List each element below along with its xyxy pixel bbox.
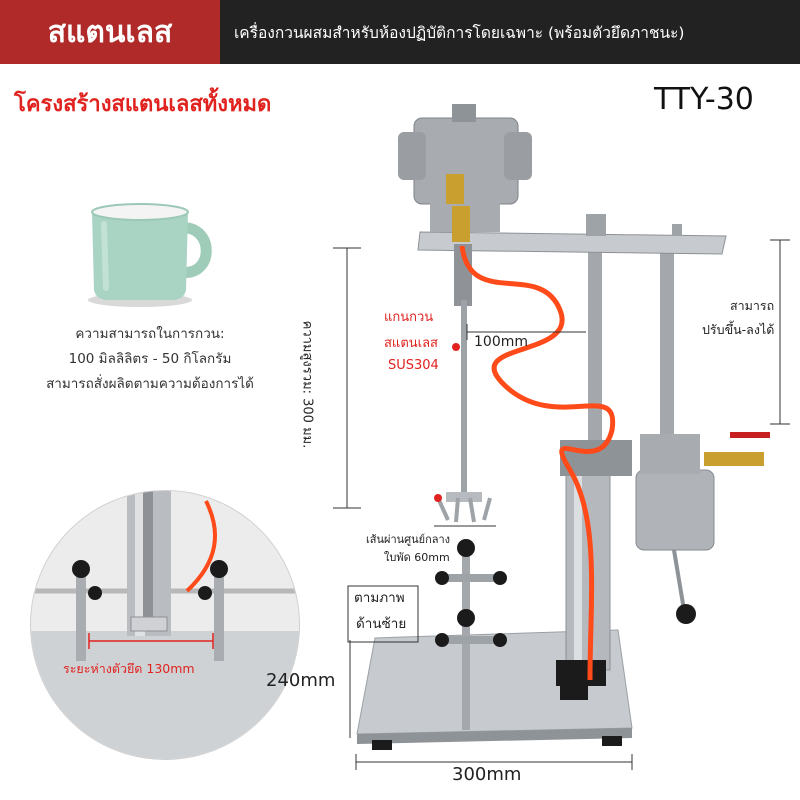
- mug-rim: [91, 203, 189, 221]
- base-width-label: 300mm: [452, 764, 522, 785]
- description-banner: เครื่องกวนผสมสำหรับห้องปฏิบัติการโดยเฉพา…: [220, 0, 800, 64]
- valve-lever: [730, 432, 770, 438]
- description-label: เครื่องกวนผสมสำหรับห้องปฏิบัติการโดยเฉพา…: [234, 23, 685, 42]
- adjust-handle: [672, 549, 686, 611]
- top-plate: [417, 231, 727, 255]
- mug-body: [92, 212, 188, 300]
- cylinder-highlight: [574, 470, 582, 670]
- air-motor-body: [413, 117, 519, 205]
- right-column: [660, 240, 674, 450]
- pressure-regulator: [635, 469, 715, 551]
- impeller-blades: [436, 497, 492, 523]
- brand-banner: สแตนเลส: [0, 0, 220, 64]
- clamp-upper-right-knob: [493, 571, 507, 585]
- mug-highlight: [101, 221, 109, 291]
- capacity-line-1: ความสามารถในการกวน:: [75, 326, 225, 342]
- regulator-head: [640, 434, 700, 474]
- clamp-upper-bar: [440, 574, 502, 582]
- clamp-spacing-label: ระยะห่างตัวยึด 130mm: [63, 661, 195, 676]
- top-nut: [586, 214, 606, 236]
- inset-left-side-knob: [88, 586, 102, 600]
- clamp-note-2: ด้านซ้าย: [356, 616, 407, 632]
- air-motor-right-lobe: [504, 132, 532, 180]
- cylinder-cap-bottom: [556, 660, 606, 686]
- base-depth-label: 240mm: [266, 670, 336, 691]
- clamp-lower-right-knob: [493, 633, 507, 647]
- clamp-lower-bar: [440, 636, 502, 644]
- inset-impeller: [130, 616, 168, 632]
- air-inlet-brass: [704, 452, 764, 466]
- inset-right-post: [214, 573, 224, 661]
- model-number: TTY-30: [654, 82, 754, 117]
- clamp-lower-knob: [457, 609, 475, 627]
- brass-valve: [446, 174, 464, 204]
- capacity-line-3: สามารถสั่งผลิตตามความต้องการได้: [46, 376, 254, 392]
- subtitle: โครงสร้างสแตนเลสทั้งหมด: [14, 92, 272, 117]
- adjust-label-2: ปรับขึ้น-ลงได้: [702, 322, 775, 337]
- clamp-upper-knob: [457, 539, 475, 557]
- shaft-label-1: แกนกวน: [384, 310, 434, 325]
- base-foot-right: [602, 736, 622, 746]
- inset-right-side-knob: [198, 586, 212, 600]
- clamp-note-1: ตามภาพ: [354, 590, 405, 606]
- clamp-upper-left-knob: [435, 571, 449, 585]
- clamp-note-bracket: [347, 585, 419, 643]
- inset-left-post: [76, 573, 86, 661]
- inset-shaft: [143, 491, 153, 619]
- brand-label: สแตนเลส: [47, 14, 173, 50]
- mug-handle: [179, 222, 212, 278]
- clamp-detail-drawing: [31, 491, 299, 759]
- mixer-machine-drawing: [333, 104, 790, 770]
- air-motor-left-lobe: [398, 132, 426, 180]
- air-motor-top: [452, 104, 476, 122]
- valve-fitting: [452, 206, 470, 242]
- adjust-handle-knob: [676, 604, 696, 624]
- impeller-callout-dot: [434, 494, 442, 502]
- inset-right-knob: [210, 560, 228, 578]
- shaft-label-3: SUS304: [388, 358, 439, 373]
- impeller-hub: [446, 492, 482, 502]
- base-plate-edge: [357, 728, 632, 744]
- adjust-label-1: สามารถ: [730, 298, 775, 313]
- height-label: ความสูงรวม: 300 มม.: [299, 320, 315, 449]
- clamp-lower-left-knob: [435, 633, 449, 647]
- clamp-detail-inset: ระยะห่างตัวยึด 130mm: [30, 490, 300, 760]
- base-foot-back: [560, 686, 588, 700]
- inset-base-plate: [31, 631, 299, 759]
- clamp-post: [462, 540, 470, 730]
- impeller-label-1: เส้นผ่านศูนย์กลาง: [366, 533, 451, 546]
- cylinder: [565, 469, 611, 671]
- mug-image: [88, 203, 212, 307]
- inset-air-hose: [185, 500, 217, 593]
- capacity-line-2: 100 มิลลิลิตร - 50 กิโลกรัม: [68, 351, 232, 367]
- shaft-label-2: สแตนเลส: [384, 336, 438, 351]
- stirring-shaft: [461, 300, 467, 496]
- shaft-offset-label: 100mm: [474, 334, 528, 350]
- top-bolt: [672, 224, 682, 236]
- inset-column-highlight: [135, 491, 145, 636]
- impeller-label-2: ใบพัด 60mm: [384, 551, 450, 564]
- base-foot-left: [372, 740, 392, 750]
- shaft-callout-dot: [452, 343, 460, 351]
- inset-left-knob: [72, 560, 90, 578]
- air-hose: [459, 245, 616, 681]
